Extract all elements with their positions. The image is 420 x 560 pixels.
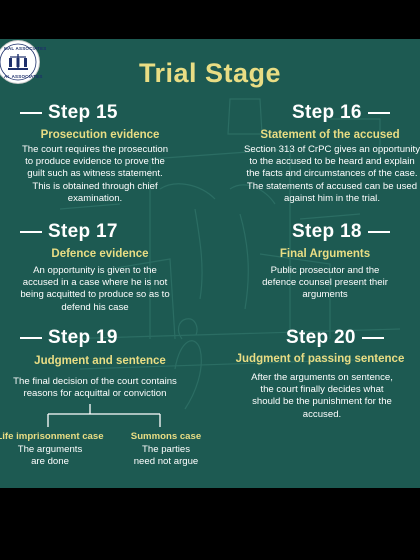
summons-case-text: The parties need not argue (133, 444, 199, 468)
divider (361, 336, 384, 339)
step-17-heading: Defence evidence (51, 248, 149, 260)
step-17-text: An opportunity is given to the accused i… (20, 265, 170, 313)
life-imprisonment-case-text: The arguments are done (17, 444, 83, 468)
step-15-heading: Prosecution evidence (40, 129, 160, 141)
step-16-heading: Statement of the accused (260, 129, 400, 141)
courtroom-sketch-background (59, 98, 401, 410)
step-16-label: Step 16 (292, 102, 390, 124)
step-16-text: Section 313 of CrPC gives an opportunity… (244, 144, 420, 204)
divider (20, 230, 42, 233)
step-19-label: Step 19 (20, 327, 118, 349)
step-18-heading: Final Arguments (279, 248, 371, 260)
logo-text-top: MAL ASSOCIATES (4, 46, 47, 51)
step-20-text: After the arguments on sentence, the cou… (251, 372, 393, 420)
trial-stage-poster: MAL ASSOCIATES AL ASSOCIATES Trial Stage… (0, 39, 420, 488)
divider (20, 336, 42, 339)
step-15-text: The court requires the prosecution to pr… (21, 144, 169, 204)
step-15-label: Step 15 (20, 102, 118, 124)
page-title: Trial Stage (138, 58, 282, 88)
divider (367, 111, 390, 114)
step-18-label: Step 18 (292, 221, 390, 243)
step-19-heading: Judgment and sentence (34, 355, 166, 367)
step-18-text: Public prosecutor and the defence counse… (262, 265, 388, 301)
logo-text-bottom: AL ASSOCIATES (4, 74, 43, 79)
divider (20, 111, 42, 114)
scales-of-justice-icon (0, 43, 37, 81)
step-20-label: Step 20 (286, 327, 384, 349)
step-20-heading: Judgment of passing sentence (235, 353, 405, 365)
step-19-text: The final decision of the court contains… (13, 376, 177, 400)
divider (367, 230, 390, 233)
life-imprisonment-case-heading: Life imprisonment case (0, 431, 104, 442)
firm-logo: MAL ASSOCIATES AL ASSOCIATES (0, 40, 47, 84)
summons-case-heading: Summons case (130, 431, 202, 442)
step-17-label: Step 17 (20, 221, 118, 243)
